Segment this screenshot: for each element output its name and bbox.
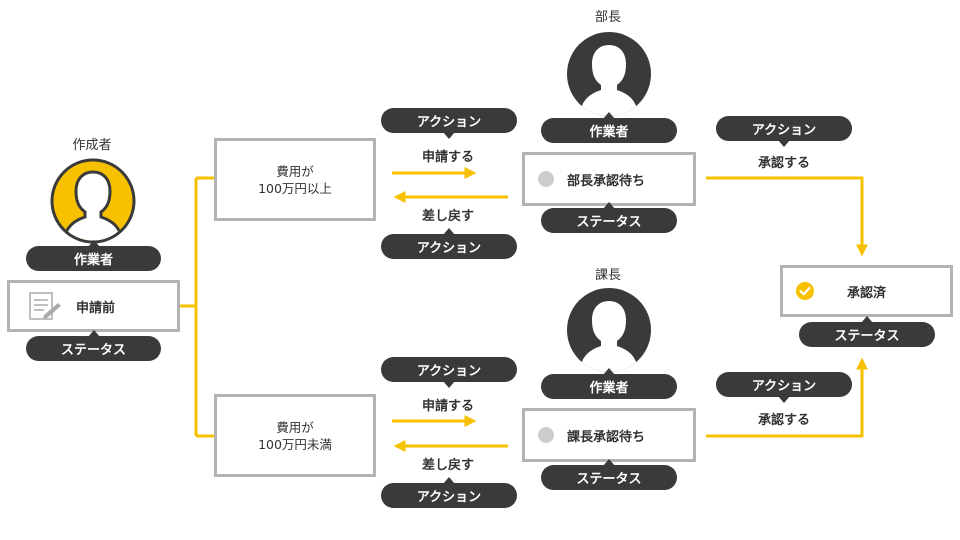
creator-avatar-icon — [50, 158, 136, 244]
condition-over-box: 費用が 100万円以上 — [214, 138, 376, 221]
creator-title: 作成者 — [72, 138, 112, 153]
check-circle-icon — [796, 282, 814, 300]
action-tag-approve-bottom: アクション — [716, 372, 852, 403]
status-approved-tag: ステータス — [799, 316, 935, 347]
chief-title: 課長 — [594, 268, 621, 283]
status-chief-pending: 課長承認待ち — [522, 408, 696, 462]
approve-arrow-top — [706, 176, 868, 257]
manager-role-pill: 作業者 — [541, 112, 677, 143]
action-apply-bottom: 申請する — [421, 399, 474, 414]
action-tag-apply-top: アクション — [381, 108, 517, 139]
status-initial: 申請前 — [7, 280, 180, 332]
action-return-top: 差し戻す — [421, 209, 474, 224]
branch-bracket — [180, 176, 214, 438]
condition-under-line1: 費用が — [276, 419, 314, 435]
action-approve-bottom: 承認する — [757, 413, 810, 428]
status-chief-pending-label: 課長承認待ち — [567, 429, 646, 445]
status-initial-tag: ステータス — [26, 330, 161, 361]
document-icon — [29, 292, 61, 320]
action-apply-top: 申請する — [421, 150, 474, 165]
action-tag-return-bottom: アクション — [381, 477, 517, 508]
action-tag-apply-bottom: アクション — [381, 357, 517, 388]
status-initial-label: 申請前 — [76, 300, 116, 316]
approve-arrow-bottom — [706, 357, 868, 438]
condition-under-line2: 100万円未満 — [258, 436, 332, 452]
manager-title: 部長 — [594, 10, 621, 25]
manager-avatar-icon — [567, 32, 651, 116]
action-tag-approve-top: アクション — [716, 116, 852, 147]
status-approved: 承認済 — [780, 265, 953, 317]
condition-under-box: 費用が 100万円未満 — [214, 394, 376, 477]
status-approved-label: 承認済 — [847, 285, 887, 301]
status-manager-pending: 部長承認待ち — [522, 152, 696, 206]
condition-over-line1: 費用が — [276, 163, 314, 179]
action-approve-top: 承認する — [757, 156, 810, 171]
status-manager-pending-tag: ステータス — [541, 202, 677, 233]
status-manager-pending-label: 部長承認待ち — [567, 173, 646, 189]
creator-role-pill: 作業者 — [26, 240, 161, 271]
status-chief-pending-tag: ステータス — [541, 459, 677, 490]
action-return-bottom: 差し戻す — [421, 458, 474, 473]
chief-role-pill: 作業者 — [541, 368, 677, 399]
chief-avatar-icon — [567, 288, 651, 372]
pending-dot-icon — [538, 171, 554, 187]
action-tag-return-top: アクション — [381, 228, 517, 259]
pending-dot-icon — [538, 427, 554, 443]
condition-over-line2: 100万円以上 — [258, 180, 332, 196]
